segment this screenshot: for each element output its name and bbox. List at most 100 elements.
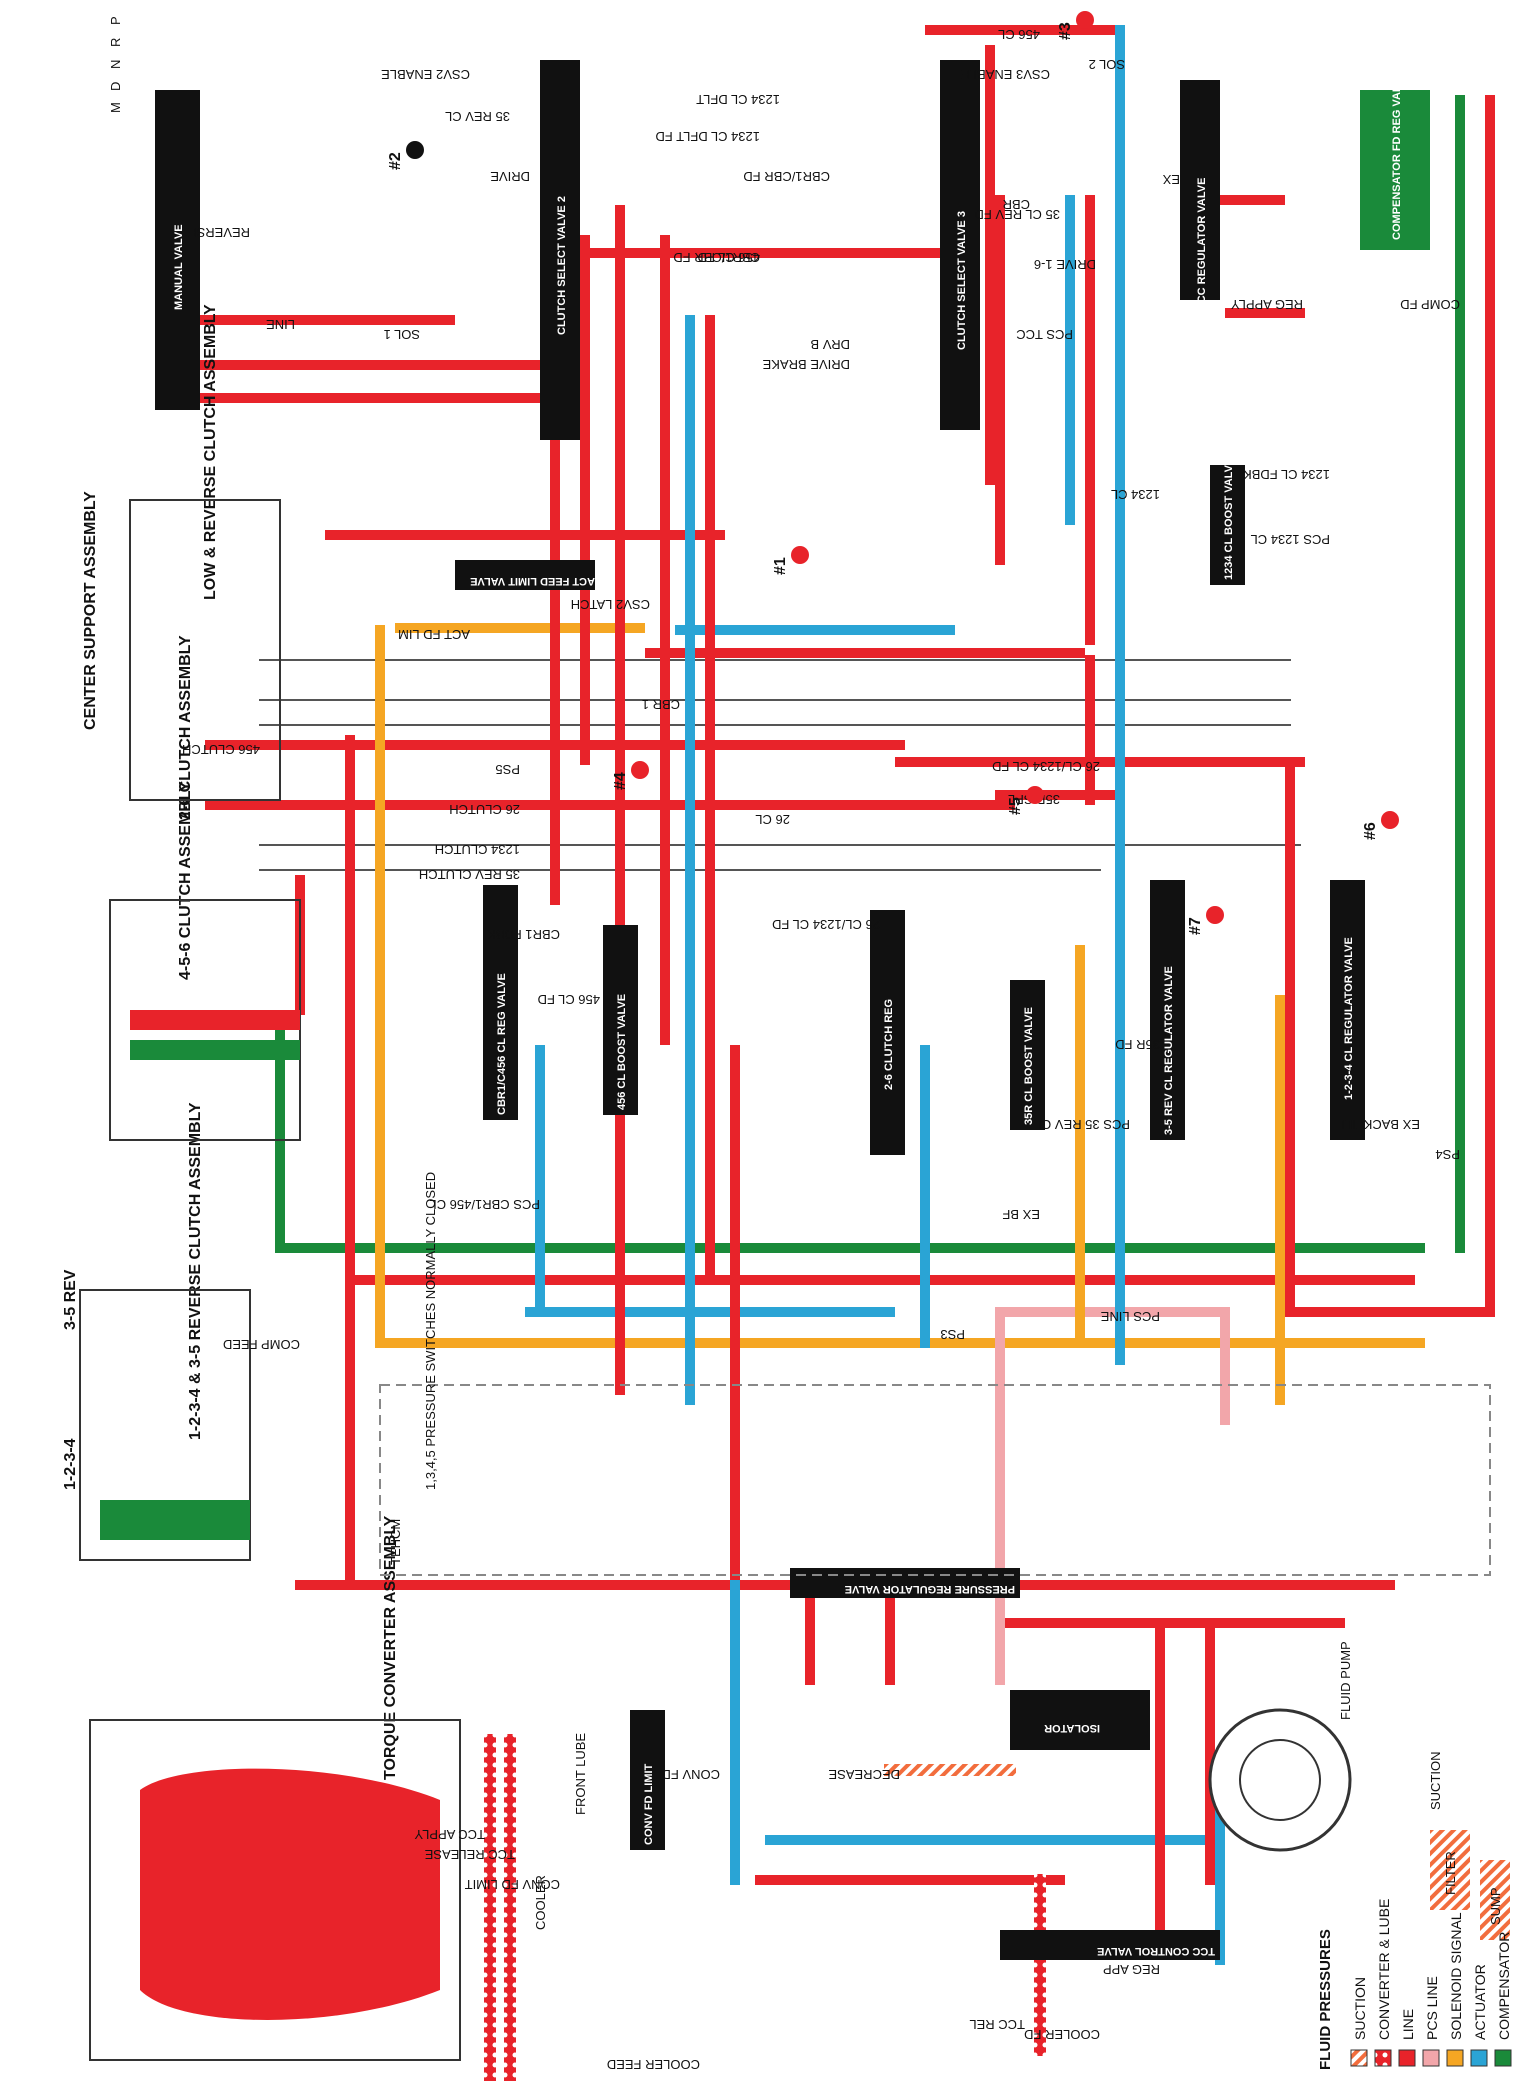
passage-label: EX (1162, 172, 1180, 187)
reg-35rev-label: 3-5 REV CL REGULATOR VALVE (1163, 966, 1175, 1135)
fluid-pump-label: FLUID PUMP (1338, 1641, 1353, 1720)
legend-swatch (1494, 2049, 1512, 2067)
legend-label: SUCTION (1352, 1977, 1368, 2040)
legend-label: SOLENOID SIGNAL (1448, 1912, 1464, 2040)
passage-label: REVERSE (188, 225, 250, 240)
passage-label: 456 CLUTCH (182, 742, 260, 757)
passage-label: CONV FD LIMIT (465, 1877, 560, 1892)
passage-label: DRV B (811, 337, 851, 352)
passage-label: CONV FD (662, 1767, 721, 1782)
checkball (406, 141, 424, 159)
tehcm-note: 1,3,4,5 PRESSURE SWITCHES NORMALLY CLOSE… (423, 1172, 438, 1490)
passage-label: PCS 1234 CL (1251, 532, 1331, 547)
comp-fd-reg-label: COMPENSATOR FD REG VALVE (1391, 72, 1403, 240)
passage-label: REG APP (1103, 1962, 1160, 1977)
clutch-456-label: 4-5-6 CLUTCH ASSEMBLY (177, 781, 194, 980)
passage-label: PCS 35 REV CL (1035, 1117, 1130, 1132)
conv-fd-limit-label: CONV FD LIMIT (643, 1763, 655, 1845)
act-feed-limit-label: ACT FEED LIMIT VALVE (470, 575, 595, 587)
isolator-label: ISOLATOR (1044, 1722, 1100, 1734)
boost-1234-label: 1234 CL BOOST VALVE (1223, 458, 1235, 580)
tehcm-box: TEHCM 1,3,4,5 PRESSURE SWITCHES NORMALLY… (379, 1172, 1491, 1576)
checkball (1026, 786, 1044, 804)
passage-label: 35 REV CL (445, 109, 510, 124)
legend-swatch (1470, 2049, 1488, 2067)
passage-label: TCC REL (969, 2017, 1025, 2032)
passage-label: 26 CL/1234 CL FD (772, 917, 880, 932)
passage-label: COOLER FD (1024, 2027, 1100, 2042)
passage-label: COOLER FEED (607, 2057, 700, 2072)
checkball (1076, 11, 1094, 29)
legend-label: CONVERTER & LUBE (1376, 1899, 1392, 2040)
legend-swatch (1446, 2049, 1464, 2067)
passage-label: 1234 CL (1111, 487, 1160, 502)
passage-label: CBR (1003, 197, 1030, 212)
checkball-label: #3 (1057, 22, 1074, 40)
passage-label: CSV2 LATCH (571, 597, 650, 612)
passage-label: CSV2 ENABLE (381, 67, 470, 82)
passage-label: 456 CL FD (698, 250, 760, 265)
gear-letter: M (108, 102, 123, 113)
svg-text:SUMP: SUMP (1488, 1887, 1503, 1925)
clutch-assembly-graphics (79, 499, 461, 2061)
passage-label: PS5 (495, 762, 520, 777)
csv3-label: CLUTCH SELECT VALVE 3 (956, 211, 968, 350)
center-support-label: CENTER SUPPORT ASSEMBLY (82, 491, 99, 730)
passage-label: 35R FD (1115, 1037, 1160, 1052)
valve-bodies (155, 60, 1430, 1960)
passage-label: DRIVE 1-6 (1034, 257, 1096, 272)
passage-label: PCS CBR1/456 CL (429, 1197, 540, 1212)
clutch-26-label: 2-6 CLUTCH ASSEMBLY (177, 635, 194, 820)
assembly-labels: CENTER SUPPORT ASSEMBLY LOW & REVERSE CL… (62, 304, 1353, 1930)
passage-label: 35 CL REV FD (975, 207, 1061, 222)
passage-label: CBR 1 (642, 697, 680, 712)
passage-label: 1234 CL FDBK (1243, 467, 1330, 482)
cooler-label: COOLER (533, 1875, 548, 1930)
front-lube-label: FRONT LUBE (573, 1733, 588, 1815)
checkball (791, 546, 809, 564)
sump (1480, 1860, 1510, 1940)
boost-456-label: 456 CL BOOST VALVE (616, 994, 628, 1110)
boost-35r-label: 35R CL BOOST VALVE (1023, 1007, 1035, 1125)
legend-swatch (1398, 2049, 1416, 2067)
pump-filter: FILTER SUMP SUCTION (1208, 1708, 1510, 1940)
tehcm-label: TEHCM (388, 1519, 403, 1565)
checkball (1381, 811, 1399, 829)
pressure-reg-label: PRESSURE REGULATOR VALVE (845, 1583, 1015, 1595)
passage-label: 456 CL FD (538, 992, 600, 1007)
valve-labels: MANUAL VALVE CLUTCH SELECT VALVE 2 CLUTC… (173, 72, 1403, 1957)
passage-label: CBR1/CBR FD (673, 250, 760, 265)
passage-label: COMP FEED (223, 1337, 300, 1352)
csv2-label: CLUTCH SELECT VALVE 2 (556, 196, 568, 335)
svg-text:FILTER: FILTER (1443, 1851, 1458, 1895)
gear-letter: N (108, 60, 123, 69)
passage-label: ACT FD LIM (398, 627, 470, 642)
passage-label: 1234 CL DFLT FD (655, 129, 760, 144)
passage-label: DECREASE (828, 1767, 900, 1782)
passage-label: SOL 1 (384, 327, 420, 342)
tcc-reg-label: TCC REGULATOR VALVE (1196, 178, 1208, 310)
passage-label: DRIVE (490, 169, 530, 184)
passage-label: 26 CL (755, 812, 790, 827)
fluid-pump (1208, 1708, 1352, 1852)
legend-swatch (1350, 2049, 1368, 2067)
gear-letter: D (108, 82, 123, 91)
passage-label: 26 CLUTCH (449, 802, 520, 817)
torque-converter-label: TORQUE CONVERTER ASSEMBLY (382, 1515, 399, 1780)
clutch-1234-35-label: 1-2-3-4 & 3-5 REVERSE CLUTCH ASSEMBLY (187, 1102, 204, 1440)
gear-letter: P (108, 16, 123, 25)
passage-label: COMP FD (1400, 297, 1460, 312)
checkball-label: #1 (772, 557, 789, 575)
legend-title: FLUID PRESSURES (1317, 1929, 1334, 2070)
passage-label: CBR1 FDBK (487, 927, 560, 942)
tcc-control-label: TCC CONTROL VALVE (1097, 1945, 1215, 1957)
checkball-label: #2 (387, 152, 404, 170)
passage-label: PS3 (940, 1327, 965, 1342)
passage-label: PCS LINE (1100, 1309, 1160, 1324)
passage-label: EX BF (1002, 1207, 1040, 1222)
legend-swatch (1374, 2049, 1392, 2067)
checkball-label: #4 (612, 772, 629, 790)
